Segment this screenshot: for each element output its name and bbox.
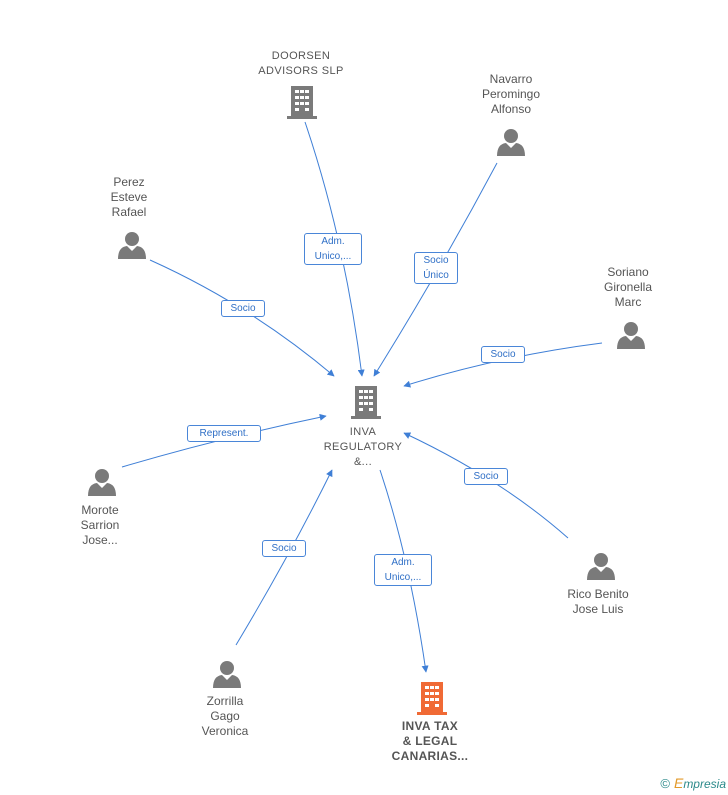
building-icon	[417, 682, 447, 715]
edge-perez	[149, 259, 335, 377]
building-icon	[351, 386, 381, 419]
brand-name: mpresia	[683, 777, 726, 791]
person-icon	[213, 661, 241, 688]
edge-label-doorsen: Adm. Unico,...	[304, 233, 362, 265]
edge-label-soriano: Socio	[481, 346, 525, 363]
edge-label-zorrilla: Socio	[262, 540, 306, 557]
edge-rico	[403, 432, 569, 539]
brand-initial: E	[673, 775, 684, 791]
edge-zorrilla	[235, 469, 333, 646]
node-label-invatax[interactable]: INVA TAX & LEGAL CANARIAS...	[391, 719, 469, 763]
node-label-soriano[interactable]: Soriano Gironella Marc	[603, 265, 653, 309]
edge-label-perez: Socio	[221, 300, 265, 317]
copyright-icon: ©	[660, 776, 670, 791]
node-label-perez[interactable]: Perez Esteve Rafael	[110, 175, 148, 219]
person-icon	[617, 322, 645, 349]
person-icon	[118, 232, 146, 259]
building-icon	[287, 86, 317, 119]
node-label-rico[interactable]: Rico Benito Jose Luis	[567, 587, 629, 616]
edge-label-invatax: Adm. Unico,...	[374, 554, 432, 586]
edge-label-rico: Socio	[464, 468, 508, 485]
brand-logo: ©Empresia	[660, 775, 726, 791]
node-label-zorrilla[interactable]: Zorrilla Gago Veronica	[201, 694, 249, 738]
node-label-doorsen[interactable]: DOORSEN ADVISORS SLP	[258, 50, 344, 77]
edge-label-navarro: Socio Único	[414, 252, 458, 284]
node-label-morote[interactable]: Morote Sarrion Jose...	[80, 503, 120, 547]
node-label-navarro[interactable]: Navarro Peromingo Alfonso	[481, 72, 541, 116]
person-icon	[497, 129, 525, 156]
node-label-center[interactable]: INVA REGULATORY &...	[323, 426, 403, 468]
person-icon	[587, 553, 615, 580]
person-icon	[88, 469, 116, 496]
edge-label-morote: Represent.	[187, 425, 261, 442]
